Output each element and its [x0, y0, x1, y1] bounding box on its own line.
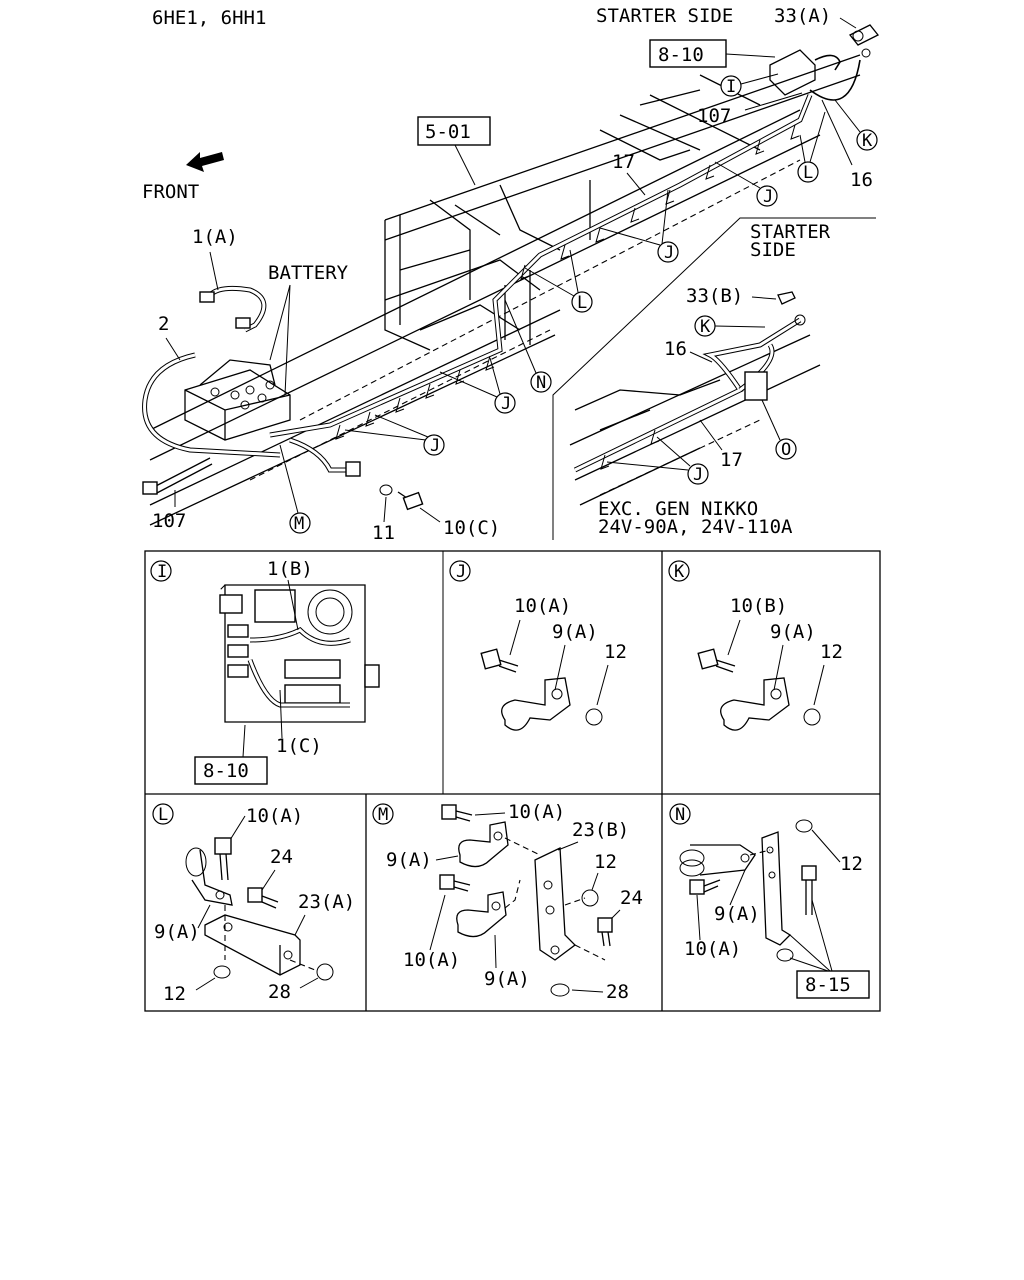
circle-K-top: K: [862, 131, 873, 151]
svg-text:23(B): 23(B): [572, 819, 629, 841]
callout-10c: 10(C): [443, 517, 500, 539]
svg-text:10(B): 10(B): [730, 595, 787, 617]
svg-text:1(B): 1(B): [267, 558, 313, 580]
circle-J-3: J: [501, 394, 511, 414]
detail-J: J 10(A) 9(A) 12: [449, 560, 627, 731]
callout-107-bottom: 107: [152, 510, 186, 532]
callout-16-inset: 16: [664, 338, 687, 360]
circle-J-1: J: [763, 187, 773, 207]
ref-5-01: 5-01: [425, 121, 471, 143]
svg-text:10(A): 10(A): [514, 595, 571, 617]
exc-note-2: 24V-90A, 24V-110A: [598, 516, 793, 538]
model-label: 6HE1, 6HH1: [152, 7, 266, 29]
circle-N: N: [536, 373, 546, 393]
callout-107-top: 107: [697, 105, 731, 127]
svg-text:23(A): 23(A): [298, 891, 355, 913]
svg-text:10(A): 10(A): [246, 805, 303, 827]
svg-text:12: 12: [820, 641, 843, 663]
circle-J-2: J: [664, 243, 674, 263]
harness-clips: [335, 124, 800, 440]
svg-text:9(A): 9(A): [386, 849, 432, 871]
exc-note-1: EXC. GEN NIKKO: [598, 498, 758, 520]
battery: [184, 359, 291, 441]
detail-grid: [144, 550, 881, 1012]
callout-1a: 1(A): [192, 226, 238, 248]
starter-side-label: STARTER SIDE: [596, 5, 733, 27]
circle-J-inset: J: [693, 465, 703, 485]
detail-L: L 10(A) 24 23(A) 9(A) 12 28: [152, 803, 355, 1005]
svg-text:12: 12: [604, 641, 627, 663]
svg-text:L: L: [158, 805, 168, 825]
svg-text:1(C): 1(C): [276, 735, 322, 757]
callout-17-top: 17: [612, 151, 635, 173]
svg-text:24: 24: [270, 846, 293, 868]
callout-2: 2: [158, 313, 169, 335]
inset-label-2: SIDE: [750, 239, 796, 261]
svg-text:10(A): 10(A): [403, 949, 460, 971]
svg-text:K: K: [674, 562, 685, 582]
ref-box-8-10-top: [649, 39, 727, 68]
circle-L-top: L: [803, 163, 813, 183]
circle-I-top: [720, 75, 742, 97]
front-label: FRONT: [142, 181, 199, 203]
circle-M: M: [294, 514, 304, 534]
callout-16-top: 16: [850, 169, 873, 191]
battery-label: BATTERY: [268, 262, 349, 284]
detail-N: N 12 9(A) 10(A) 8-15: [669, 803, 870, 999]
front-arrow-icon: [186, 152, 224, 172]
detail-K: K 10(B) 9(A) 12: [668, 560, 843, 731]
callout-11: 11: [372, 522, 395, 544]
svg-text:M: M: [378, 805, 388, 825]
svg-text:9(A): 9(A): [714, 903, 760, 925]
circle-J-4: J: [430, 436, 440, 456]
svg-text:9(A): 9(A): [154, 921, 200, 943]
svg-text:12: 12: [840, 853, 863, 875]
svg-text:9(A): 9(A): [484, 968, 530, 990]
svg-text:N: N: [675, 805, 685, 825]
ref-8-10-top: 8-10: [658, 44, 704, 66]
svg-text:10(A): 10(A): [684, 938, 741, 960]
svg-text:J: J: [456, 562, 466, 582]
callout-33a: 33(A): [774, 5, 831, 27]
ref-box-5-01: [417, 116, 491, 146]
inset-divider: [552, 217, 876, 540]
svg-text:10(A): 10(A): [508, 801, 565, 823]
svg-text:9(A): 9(A): [770, 621, 816, 643]
svg-text:24: 24: [620, 887, 643, 909]
svg-text:28: 28: [268, 981, 291, 1003]
circle-O: O: [781, 440, 791, 460]
svg-text:I: I: [726, 77, 736, 97]
circle-L-mid: L: [577, 293, 587, 313]
svg-text:12: 12: [163, 983, 186, 1005]
callout-33b: 33(B): [686, 285, 743, 307]
callout-17-inset: 17: [720, 449, 743, 471]
svg-text:9(A): 9(A): [552, 621, 598, 643]
circle-K-inset: K: [700, 317, 711, 337]
inset-label-1: STARTER: [750, 221, 831, 243]
detail-I: I 1(B) 1(C) 8-10: [150, 558, 380, 785]
ref-8-15: 8-15: [805, 974, 851, 996]
svg-text:12: 12: [594, 851, 617, 873]
ref-8-10-detail: 8-10: [203, 760, 249, 782]
svg-text:28: 28: [606, 981, 629, 1003]
frame-rails: [149, 54, 861, 526]
svg-text:I: I: [157, 562, 167, 582]
detail-M: M 10(A) 9(A) 23(B) 12 24 10(A) 9(A): [372, 801, 643, 1003]
